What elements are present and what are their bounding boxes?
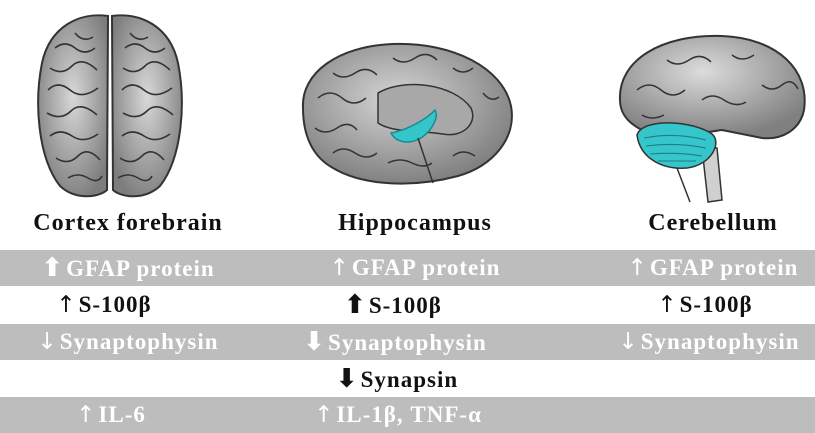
cerebellum-title: Cerebellum <box>648 210 778 237</box>
hippocampus-synaptophysin-label: Synaptophysin <box>328 330 487 355</box>
down-bold-arrow-icon: ⬇ <box>303 327 326 357</box>
up-arrow-icon: ↑ <box>628 255 648 281</box>
cortex-il6-label: IL-6 <box>98 402 145 427</box>
hippocampus-synapsin-cell: ⬇Synapsin <box>336 361 458 398</box>
up-arrow-icon: ↑ <box>76 402 96 428</box>
cortex-gfap-cell: ⬆GFAP protein <box>41 250 214 287</box>
cerebellum-s100-label: S-100β <box>680 292 753 317</box>
hippocampus-brain-illustration <box>293 38 518 188</box>
up-arrow-icon: ↑ <box>330 255 350 281</box>
up-bold-arrow-icon: ⬆ <box>344 290 367 320</box>
cerebellum-synaptophysin-cell: ↓Synaptophysin <box>618 324 799 360</box>
cortex-synaptophysin-label: Synaptophysin <box>60 329 219 354</box>
up-bold-arrow-icon: ⬆ <box>41 253 64 283</box>
cortex-s100-label: S-100β <box>79 292 152 317</box>
cortex-il6-cell: ↑IL-6 <box>76 397 146 433</box>
up-arrow-icon: ↑ <box>657 292 677 318</box>
cerebellum-brain-illustration <box>612 30 812 205</box>
cerebellum-gfap-label: GFAP protein <box>650 255 799 280</box>
hippocampus-cytokines-label: IL-1β, TNF-α <box>336 402 482 427</box>
hippocampus-synaptophysin-cell: ⬇Synaptophysin <box>303 324 487 361</box>
hippocampus-title: Hippocampus <box>338 210 492 237</box>
cortex-title: Cortex forebrain <box>33 210 223 237</box>
cortex-synaptophysin-cell: ↓Synaptophysin <box>37 324 218 360</box>
hippocampus-s100-label: S-100β <box>369 293 442 318</box>
cerebellum-synaptophysin-label: Synaptophysin <box>641 329 800 354</box>
hippocampus-synapsin-label: Synapsin <box>361 367 459 392</box>
hippocampus-cytokines-cell: ↑IL-1β, TNF-α <box>314 397 482 433</box>
up-arrow-icon: ↑ <box>56 292 76 318</box>
hippocampus-gfap-cell: ↑GFAP protein <box>330 250 501 286</box>
cerebellum-gfap-cell: ↑GFAP protein <box>628 250 799 286</box>
cortex-s100-cell: ↑S-100β <box>56 287 151 323</box>
hippocampus-gfap-label: GFAP protein <box>352 255 501 280</box>
cerebellum-s100-cell: ↑S-100β <box>657 287 752 323</box>
down-arrow-icon: ↓ <box>37 329 57 355</box>
cortex-gfap-label: GFAP protein <box>66 256 215 281</box>
up-arrow-icon: ↑ <box>314 402 334 428</box>
down-arrow-icon: ↓ <box>618 329 638 355</box>
cortex-brain-illustration <box>20 8 200 203</box>
hippocampus-s100-cell: ⬆S-100β <box>344 287 442 324</box>
down-bold-arrow-icon: ⬇ <box>336 364 359 394</box>
